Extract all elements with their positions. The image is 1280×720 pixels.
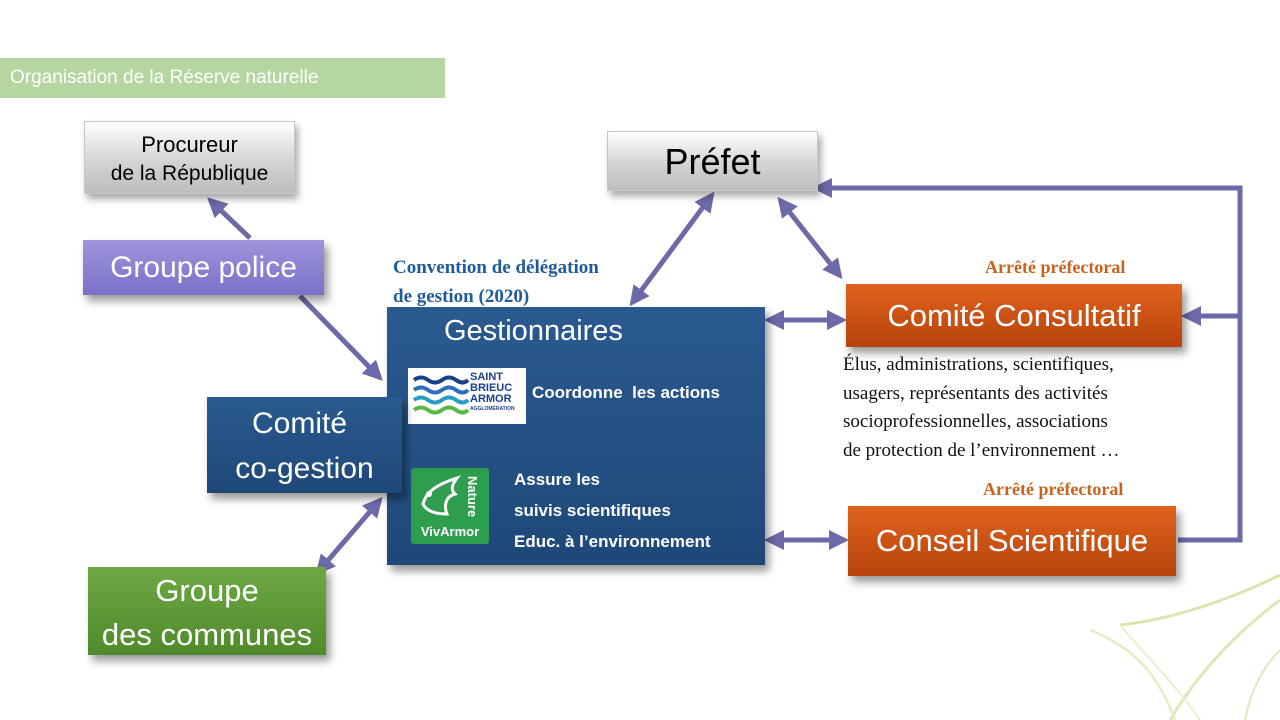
prefet-box: Préfet — [607, 131, 818, 191]
communes-line2: des communes — [101, 617, 313, 652]
arrow-icon — [298, 294, 383, 381]
conseil-scientifique-box: Conseil Scientifique — [848, 506, 1176, 576]
conseil-scientifique-label: Conseil Scientifique — [875, 523, 1149, 558]
double-arrow-icon — [777, 196, 843, 280]
convention-line1: Convention de délégation — [393, 257, 599, 278]
groupe-police-box: Groupe police — [83, 240, 324, 295]
procureur-box: Procureur de la République — [84, 121, 295, 194]
cogestion-line2: co-gestion — [235, 452, 374, 485]
double-arrow-icon — [629, 191, 715, 307]
vivarmor-role-line1: Assure les — [514, 470, 600, 489]
arrow-icon — [207, 197, 252, 240]
slide-title: Organisation de la Réserve naturelle — [0, 58, 445, 98]
members-line-1: Élus, administrations, scientifiques, — [843, 354, 1114, 375]
procureur-line1: Procureur — [141, 132, 238, 157]
arrow-icon — [812, 178, 1243, 543]
cogestion-line1: Comité — [251, 407, 348, 440]
vivarmor-role-line3: Educ. à l’environnement — [514, 532, 711, 551]
sba-waves-icon — [412, 375, 470, 415]
procureur-line2: de la République — [110, 162, 269, 185]
vivarmor-logo: Nature VivArmor — [411, 468, 489, 544]
leaf-decoration-icon — [1089, 573, 1280, 720]
groupe-police-label: Groupe police — [110, 251, 297, 284]
members-line-3: socioprofessionnelles, associations — [843, 411, 1108, 432]
vivarmor-name: VivArmor — [420, 524, 480, 539]
members-line-4: de protection de l’environnement … — [843, 439, 1120, 461]
arrete-label-1: Arrêté préfectoral — [985, 257, 1126, 277]
sba-line4: AGGLOMÉRATION — [470, 406, 515, 412]
vivarmor-tag: Nature — [465, 476, 480, 518]
convention-line2: de gestion (2020) — [393, 286, 530, 307]
members-line-2: usagers, représentants des activités — [843, 382, 1108, 404]
double-arrow-icon — [315, 496, 383, 576]
groupe-communes-box: Groupe des communes — [88, 567, 326, 655]
prefet-label: Préfet — [664, 141, 761, 182]
consultatif-members: Élus, administrations, scientifiques, us… — [843, 351, 1119, 465]
gestionnaires-title: Gestionnaires — [444, 315, 623, 347]
comite-consultatif-label: Comité Consultatif — [887, 298, 1141, 333]
sba-line2: BRIEUC — [470, 382, 513, 394]
bird-icon — [421, 475, 462, 516]
vivarmor-role: Assure les suivis scientifiques Educ. à … — [514, 464, 711, 557]
arrete-label-2: Arrêté préfectoral — [983, 479, 1124, 499]
sba-line3: ARMOR — [470, 393, 512, 405]
comite-cogestion-box: Comité co-gestion — [207, 397, 402, 493]
convention-text: Convention de délégation de gestion (202… — [393, 253, 663, 311]
sba-logo-text: SAINT BRIEUC ARMOR AGGLOMÉRATION — [470, 372, 515, 413]
sba-logo: SAINT BRIEUC ARMOR AGGLOMÉRATION — [408, 368, 526, 424]
vivarmor-role-line2: suivis scientifiques — [514, 501, 671, 520]
communes-line1: Groupe — [155, 573, 259, 608]
comite-consultatif-box: Comité Consultatif — [846, 284, 1182, 347]
sba-role: Coordonne les actions — [532, 383, 720, 402]
sba-line1: SAINT — [470, 371, 503, 383]
